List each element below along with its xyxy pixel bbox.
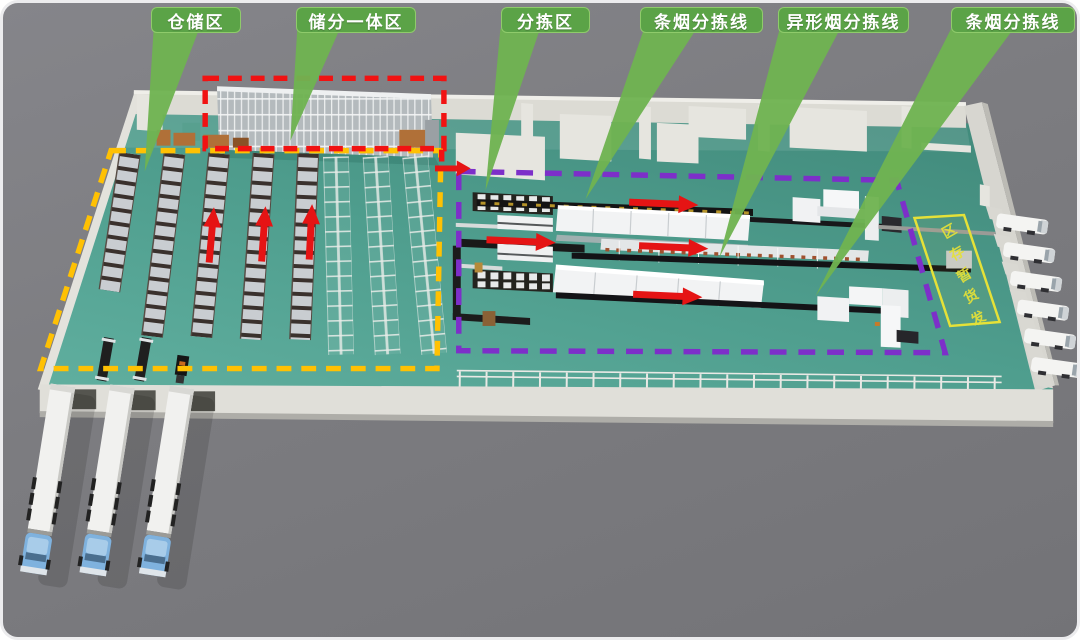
flow-arrow-right bbox=[434, 160, 471, 177]
callout-tail-sorting bbox=[485, 28, 540, 191]
flow-arrow-right bbox=[632, 287, 703, 306]
flow-arrow-right bbox=[638, 238, 709, 257]
callout-tail-storage bbox=[144, 28, 200, 172]
flow-arrow-up bbox=[203, 207, 222, 263]
flow-arrow-up bbox=[302, 204, 320, 260]
left-wall bbox=[37, 94, 142, 392]
empty-racks bbox=[323, 155, 447, 356]
front-railing bbox=[456, 369, 1002, 394]
stacker-crane bbox=[425, 119, 439, 152]
pallet-stacks bbox=[156, 129, 432, 148]
building-facade bbox=[39, 384, 1054, 427]
callout-label-storage-zone: 仓储区 bbox=[151, 7, 241, 33]
callout-label-integrated-zone: 储分一体区 bbox=[296, 7, 416, 33]
loaded-pallet-racks bbox=[98, 151, 320, 341]
callout-label-irregular-line: 异形烟分拣线 bbox=[778, 7, 909, 33]
callout-label-carton-line-1: 条烟分拣线 bbox=[640, 7, 763, 33]
storage-zone-outline bbox=[36, 147, 444, 372]
flow-arrows bbox=[203, 149, 709, 306]
asrs-tall-racking bbox=[156, 86, 439, 166]
right-dock-wedges bbox=[985, 206, 1054, 389]
callout-tails bbox=[144, 28, 1014, 297]
callout-tail-integrated bbox=[290, 28, 340, 141]
right-dock-vans bbox=[996, 213, 1077, 379]
callout-tail-irregular-line bbox=[719, 28, 841, 258]
flow-arrow-right bbox=[629, 195, 699, 214]
staging-zone-outline bbox=[912, 213, 1002, 328]
flow-arrow-up bbox=[255, 206, 274, 262]
flow-arrow-right bbox=[486, 233, 556, 251]
callout-tail-carton-line-1 bbox=[585, 28, 697, 200]
callout-label-carton-line-2: 条烟分拣线 bbox=[951, 7, 1075, 33]
warehouse-3d-scene bbox=[18, 28, 1077, 590]
callout-tail-carton-line-2 bbox=[815, 28, 1014, 297]
callout-label-sorting-zone: 分拣区 bbox=[501, 7, 590, 33]
dock-trucks bbox=[18, 383, 215, 590]
palletizer-cluster-bottom bbox=[817, 286, 919, 348]
asrs-zone-outline bbox=[202, 75, 447, 152]
